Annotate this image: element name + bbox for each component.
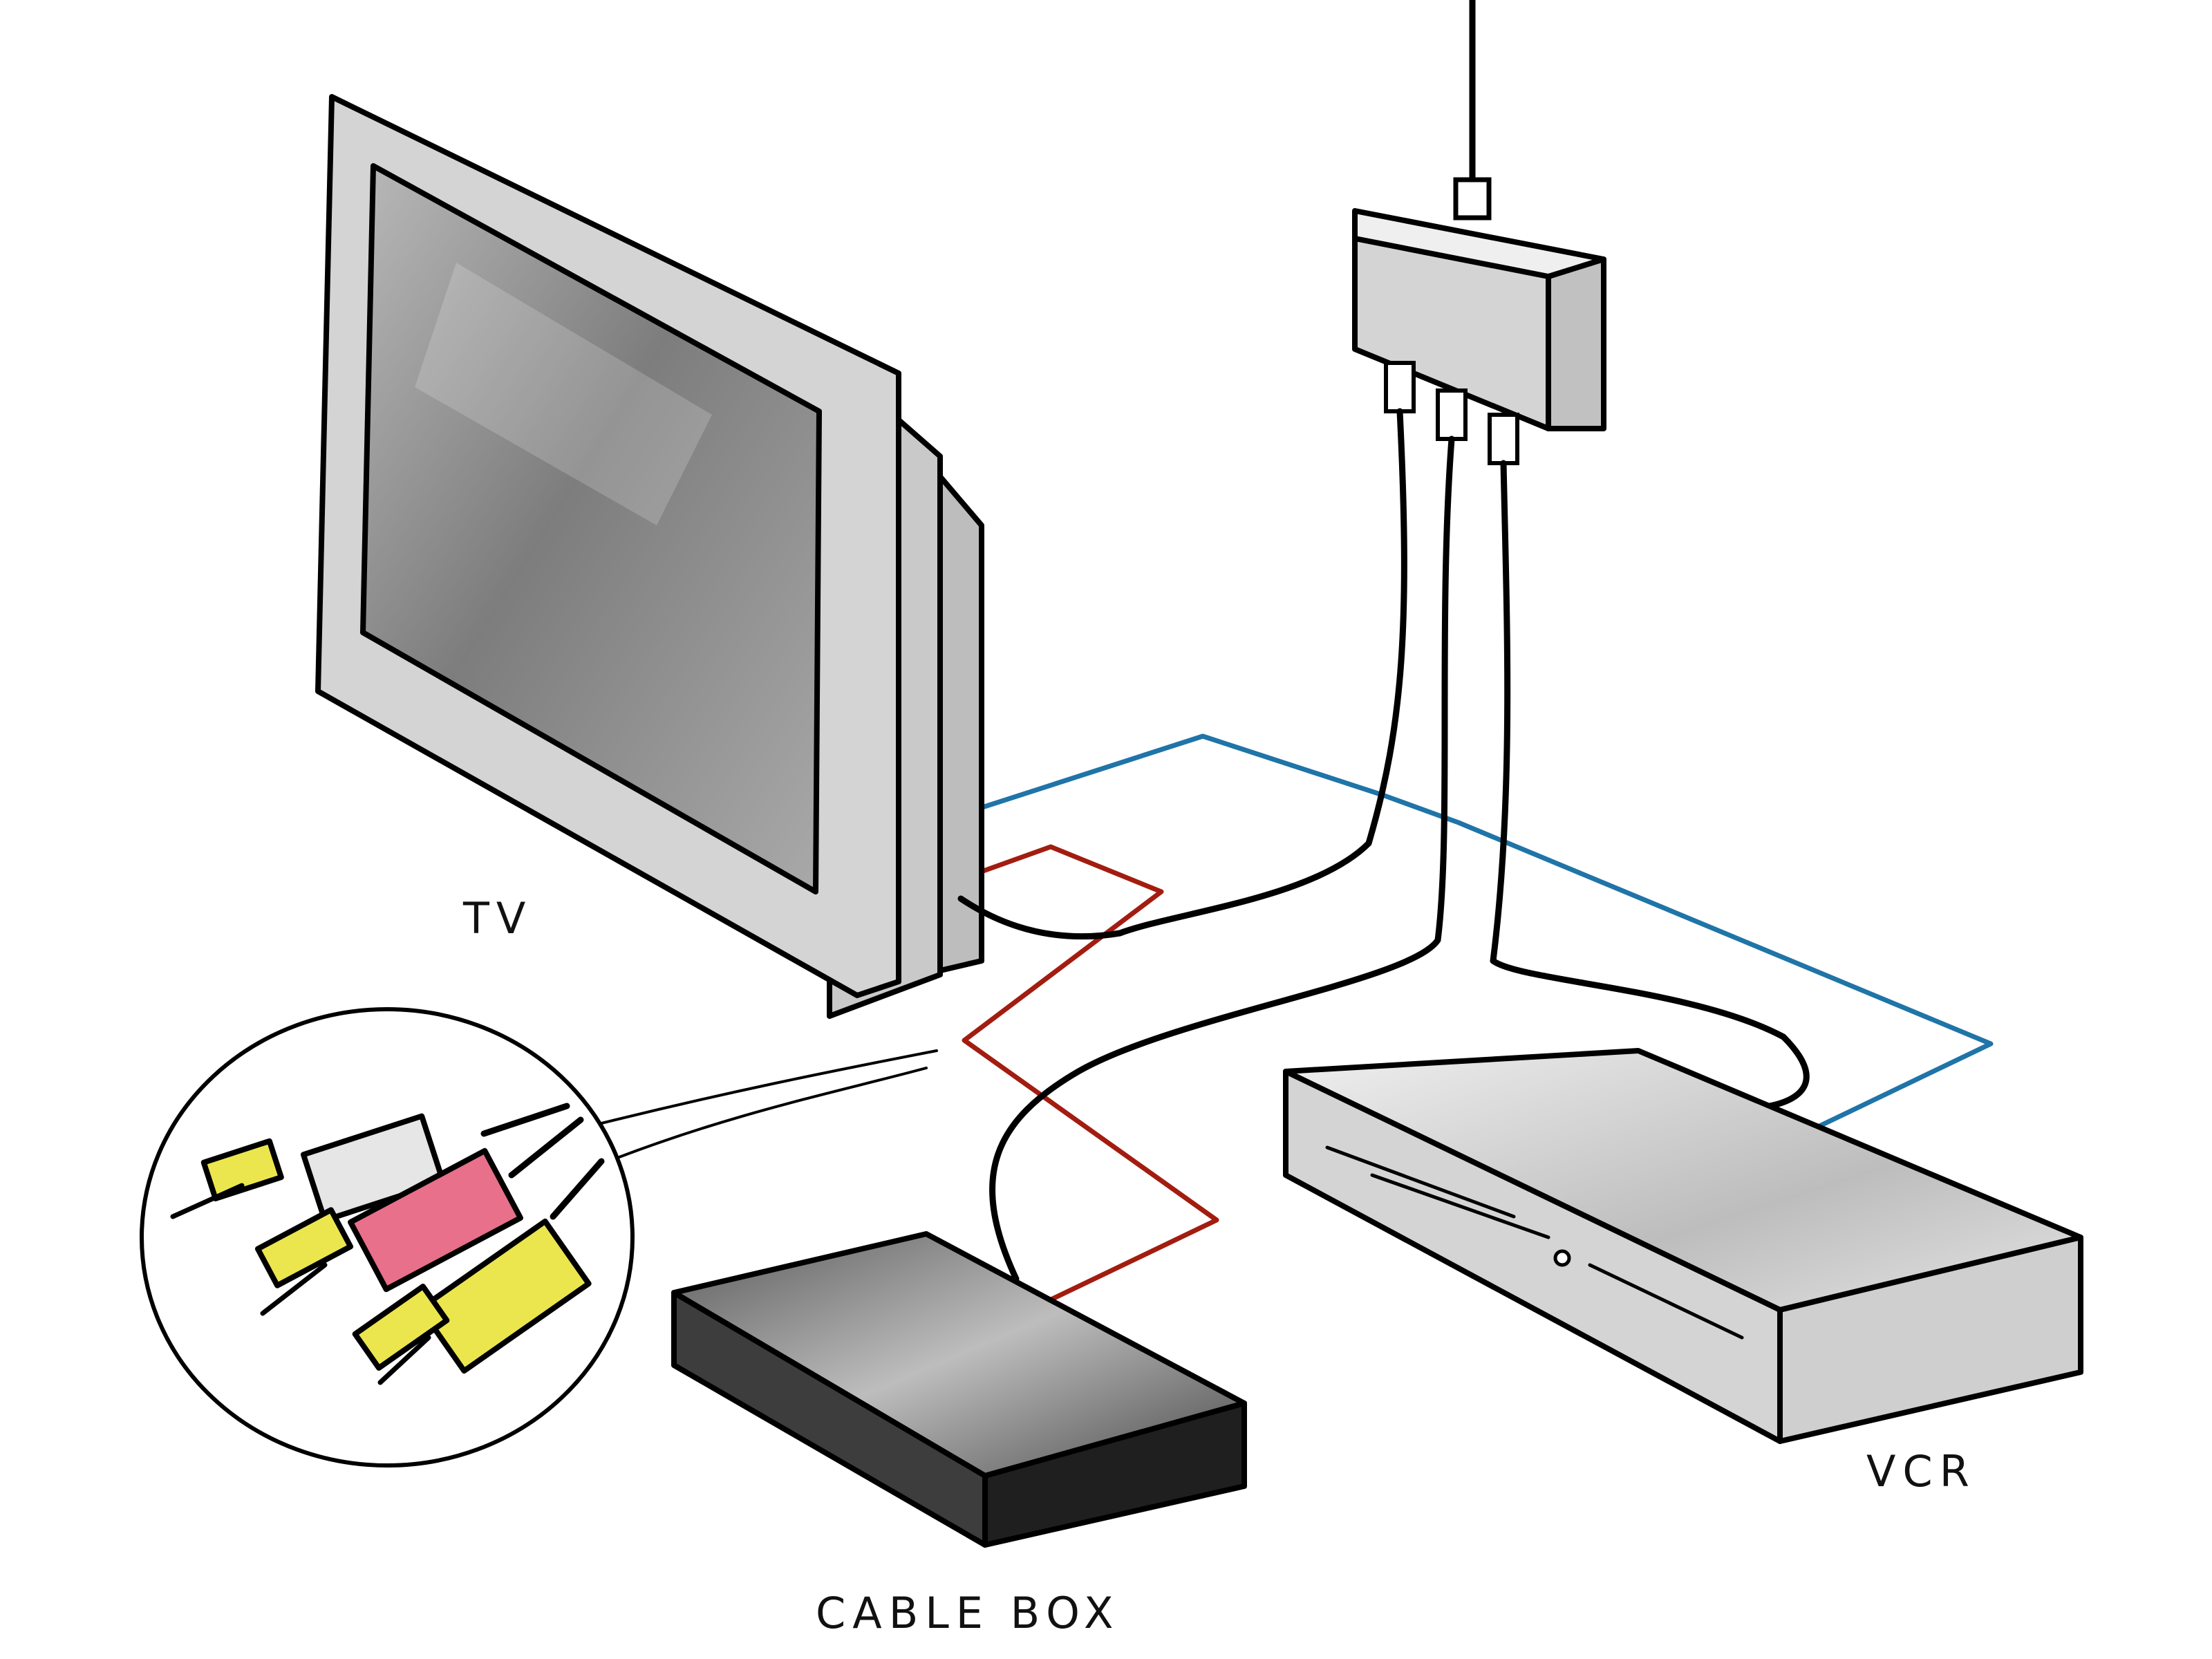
- rca-plug-yellow: [352, 1158, 605, 1385]
- vcr: [1283, 1048, 2083, 1444]
- vcr-label: VCR: [1866, 1446, 1976, 1497]
- splitter-side: [1546, 256, 1606, 431]
- vcr-button-strip: [1588, 1263, 1744, 1340]
- cable-splitter: [1352, 208, 1606, 465]
- splitter-port-2: [1436, 388, 1468, 441]
- splitter-port-3: [1488, 413, 1519, 465]
- red-cable: [962, 844, 1219, 1306]
- vcr-tape-slot: [1325, 1145, 1550, 1239]
- tv: [315, 94, 984, 1019]
- rca-plug-white: [170, 1103, 570, 1224]
- splitter-port-1: [1384, 361, 1416, 413]
- blue-cable: [958, 733, 1994, 1130]
- vcr-side: [1777, 1235, 2083, 1444]
- splitter-cable-to-vcr: [1490, 460, 1810, 1109]
- tv-glare: [415, 263, 712, 525]
- coax-connector: [1453, 177, 1492, 221]
- tv-label: TV: [462, 893, 532, 944]
- cable-box-side: [982, 1400, 1247, 1548]
- zoom-callout-line-upper: [586, 1049, 938, 1128]
- zoom-callout-line-lower: [607, 1067, 928, 1163]
- splitter-cable-to-cable-box: [989, 435, 1455, 1282]
- cable-box: [671, 1231, 1247, 1548]
- cable-box-label: CABLE BOX: [816, 1588, 1120, 1638]
- rca-plug-zoom: [140, 1007, 635, 1468]
- tv-screen: [360, 163, 822, 894]
- rca-plug-red: [254, 1116, 584, 1316]
- splitter-cable-to-tv: [957, 408, 1407, 940]
- vcr-indicator-light: [1553, 1249, 1571, 1267]
